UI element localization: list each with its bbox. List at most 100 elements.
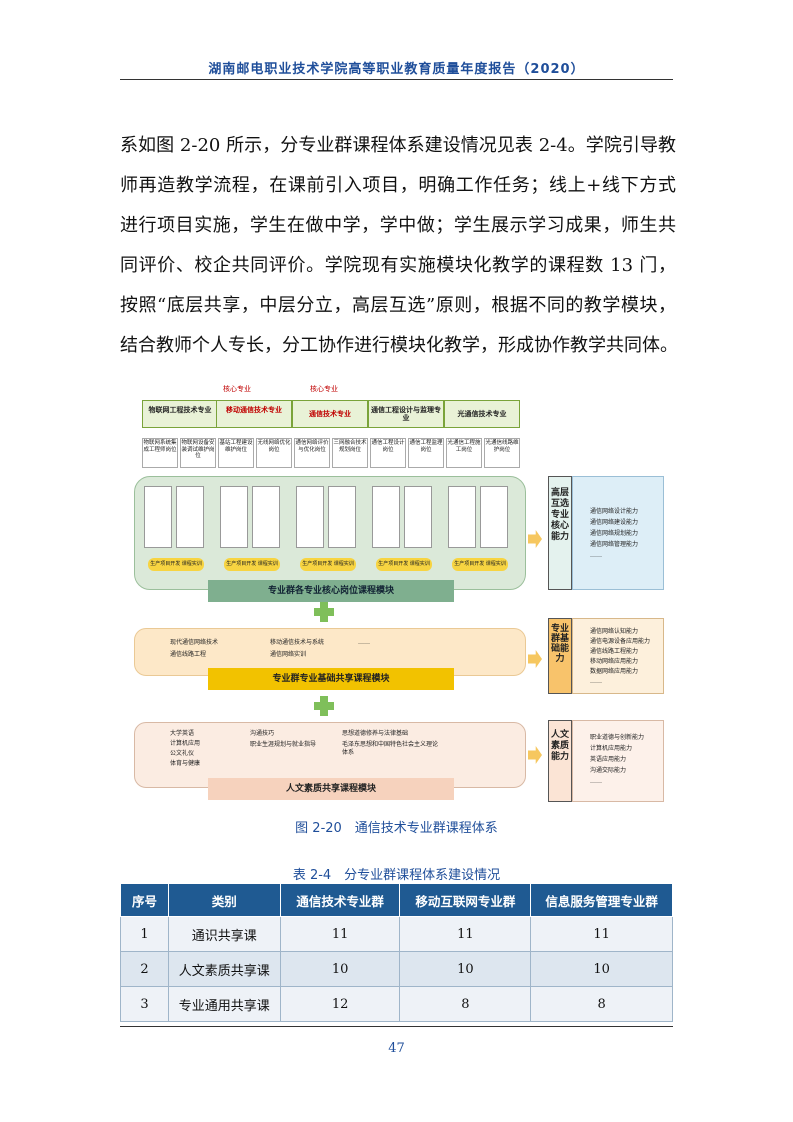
post-label: 物联网设备安装调试维护岗位 xyxy=(181,440,215,459)
layer-bot-side: 人文素质能力 xyxy=(550,730,569,762)
layer-mid-label: 专业群专业基础共享课程模块 xyxy=(272,674,390,684)
major-label: 物联网工程技术专业 xyxy=(148,406,212,414)
page-number: 47 xyxy=(388,1041,405,1056)
header-rule xyxy=(120,79,673,80)
arrow-right-icon xyxy=(528,530,542,548)
paragraph-line: 系如图 2-20 所示，分专业群课程体系建设情况见表 2-4。学院引导教 xyxy=(120,135,676,156)
mid-item: 通信网络实训 xyxy=(270,651,307,658)
project-label: 生产项目开发 课程实训 xyxy=(150,561,202,567)
table-row: 2 人文素质共享课 10 10 10 xyxy=(120,951,673,987)
ability-item: 计算机应用能力 xyxy=(590,745,633,752)
layer-bar xyxy=(208,668,454,690)
running-header: 湖南邮电职业技术学院高等职业教育质量年度报告（2020） xyxy=(208,62,585,77)
layer-mid-side: 专业群基础能力 xyxy=(550,624,569,664)
table-cell: 8 xyxy=(530,986,673,1022)
post-label: 光通信工程施工岗位 xyxy=(447,440,481,453)
column-header: 信息服务管理专业群 xyxy=(530,883,673,917)
mid-item: 移动通信技术与系统 xyxy=(270,639,325,646)
course-box xyxy=(252,486,280,548)
bottom-item: 公文礼仪 xyxy=(170,750,195,757)
paragraph-line: 进行项目实施，学生在做中学，学中做；学生展示学习成果，师生共 xyxy=(120,215,676,236)
major-label: 通信技术专业 xyxy=(309,410,351,418)
bottom-item: 毛泽东思想和中国特色社会主义理论体系 xyxy=(342,741,439,756)
layer-top-label: 专业群各专业核心岗位课程模块 xyxy=(267,586,394,596)
project-pill xyxy=(376,558,432,571)
post-box xyxy=(294,438,330,468)
post-label: 物联网系统集成工程师岗位 xyxy=(143,440,177,453)
paragraph-line: 按照“底层共享，中层分立，高层互选”原则，根据不同的教学模块， xyxy=(120,295,676,316)
table-cell: 12 xyxy=(279,986,401,1022)
figure-caption: 图 2-20 通信技术专业群课程体系 xyxy=(295,821,498,836)
table-cell: 3 xyxy=(120,986,169,1022)
project-label: 生产项目开发 课程实训 xyxy=(302,561,354,567)
body-paragraph: 系如图 2-20 所示，分专业群课程体系建设情况见表 2-4。学院引导教 师再造… xyxy=(120,126,678,366)
table-caption: 表 2-4 分专业群课程体系建设情况 xyxy=(292,868,501,883)
project-pill xyxy=(148,558,204,571)
arrow-right-icon xyxy=(528,746,542,764)
project-pill xyxy=(452,558,508,571)
plus-icon xyxy=(320,696,328,716)
table-cell: 人文素质共享课 xyxy=(167,951,281,987)
column-header: 通信技术专业群 xyxy=(279,883,401,917)
column-header: 类别 xyxy=(167,883,281,917)
project-label: 生产项目开发 课程实训 xyxy=(454,561,506,567)
post-box xyxy=(256,438,292,468)
bottom-item: 沟通技巧 xyxy=(250,730,275,737)
post-label: 光通信线路维护岗位 xyxy=(485,440,519,453)
course-box xyxy=(144,486,172,548)
bottom-item: 计算机应用 xyxy=(170,740,201,747)
core-tag: 核心专业 xyxy=(310,385,338,393)
course-box xyxy=(372,486,400,548)
table-cell: 通识共享课 xyxy=(167,916,281,952)
core-tag: 核心专业 xyxy=(223,385,251,393)
ability-item: 数据网络应用能力 xyxy=(590,668,639,675)
footer-rule xyxy=(120,1026,673,1027)
table-cell: 11 xyxy=(530,916,673,952)
course-box xyxy=(448,486,476,548)
major-label: 通信工程设计与监理专业 xyxy=(371,406,441,422)
ability-item: 通信网络管理能力 xyxy=(590,541,639,548)
post-box xyxy=(370,438,406,468)
major-box xyxy=(444,400,520,428)
table-row: 3 专业通用共享课 12 8 8 xyxy=(120,986,673,1022)
course-box xyxy=(296,486,324,548)
post-label: 通信工程设计岗位 xyxy=(371,440,405,453)
ability-item: 通信网络设计能力 xyxy=(590,508,639,515)
plus-icon xyxy=(320,602,328,622)
post-box xyxy=(218,438,254,468)
ability-item: …… xyxy=(590,778,602,785)
column-header: 序号 xyxy=(120,883,169,917)
bottom-item: 思想道德修养与法律基础 xyxy=(342,730,409,737)
post-box xyxy=(142,438,178,468)
ability-item: …… xyxy=(590,552,602,559)
ability-item: 通信网络认知能力 xyxy=(590,628,639,635)
arrow-right-icon xyxy=(528,650,542,668)
layer-bar xyxy=(208,778,454,800)
bottom-item: 体育与健康 xyxy=(170,760,201,767)
table-cell: 1 xyxy=(120,916,169,952)
humanities-layer xyxy=(134,722,526,788)
course-box xyxy=(176,486,204,548)
mid-item: 现代通信网络技术 xyxy=(170,639,219,646)
ability-item: …… xyxy=(590,678,602,685)
side-label-box xyxy=(548,720,572,802)
major-box xyxy=(368,400,444,428)
course-box xyxy=(328,486,356,548)
table-row: 1 通识共享课 11 11 11 xyxy=(120,916,673,952)
ability-item: 沟通交际能力 xyxy=(590,767,627,774)
bottom-item: 大学英语 xyxy=(170,730,195,737)
post-label: 通信网络评价与优化岗位 xyxy=(295,440,329,453)
table-cell: 10 xyxy=(399,951,532,987)
bottom-item: 职业生涯规划与就业指导 xyxy=(250,741,317,748)
table-cell: 11 xyxy=(279,916,401,952)
post-box xyxy=(332,438,368,468)
side-label-box xyxy=(548,476,572,590)
ability-item: 通信线路工程能力 xyxy=(590,648,639,655)
ability-box xyxy=(572,720,664,802)
post-label: 无线网络优化岗位 xyxy=(257,440,291,453)
ability-item: 通信网络建设能力 xyxy=(590,519,639,526)
ability-item: 英语应用能力 xyxy=(590,756,627,763)
post-label: 通信工程监理岗位 xyxy=(409,440,443,453)
project-pill xyxy=(300,558,356,571)
table-cell: 专业通用共享课 xyxy=(167,986,281,1022)
